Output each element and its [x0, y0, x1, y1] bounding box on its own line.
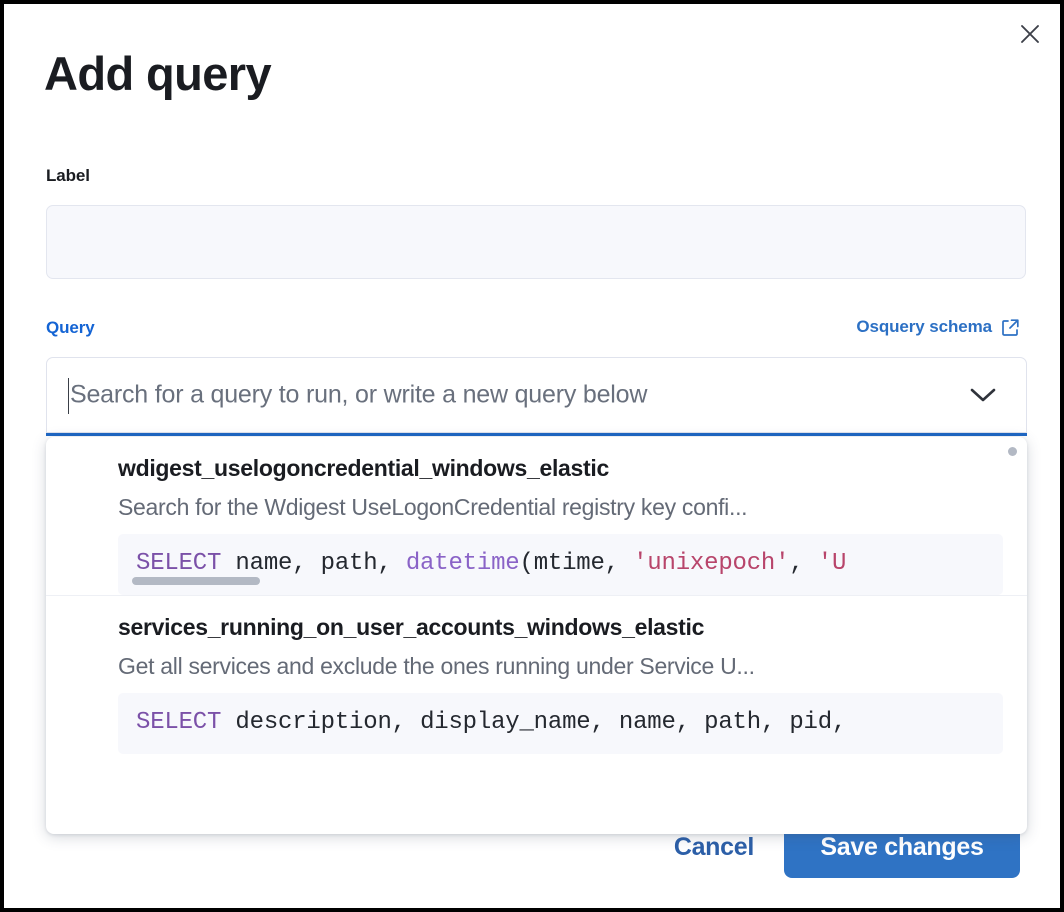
- text-cursor: [68, 378, 69, 414]
- suggestion-code-block: SELECT name, path, datetime(mtime, 'unix…: [118, 534, 1003, 595]
- osquery-schema-link[interactable]: Osquery schema: [856, 317, 1020, 337]
- page-title: Add query: [44, 47, 272, 100]
- list-item[interactable]: services_running_on_user_accounts_window…: [46, 594, 1027, 754]
- close-button[interactable]: [1010, 14, 1050, 54]
- chevron-down-icon[interactable]: [968, 386, 998, 404]
- dropdown-scrollbar[interactable]: [1008, 447, 1017, 456]
- sql-code: SELECT description, display_name, name, …: [136, 708, 847, 736]
- focus-underline: [46, 433, 1027, 436]
- query-combobox[interactable]: Search for a query to run, or write a ne…: [46, 357, 1027, 436]
- osquery-schema-link-label: Osquery schema: [856, 317, 992, 336]
- external-link-icon: [1001, 318, 1020, 337]
- list-item[interactable]: wdigest_uselogoncredential_windows_elast…: [46, 437, 1027, 595]
- suggestion-code-block: SELECT description, display_name, name, …: [118, 692, 1003, 754]
- code-horizontal-scrollbar[interactable]: [132, 576, 260, 585]
- query-suggestions-dropdown[interactable]: wdigest_uselogoncredential_windows_elast…: [46, 437, 1027, 834]
- sql-code: SELECT name, path, datetime(mtime, 'unix…: [136, 550, 847, 577]
- add-query-modal: Add query Label Query Osquery schema Sea…: [4, 4, 1060, 908]
- close-icon: [1019, 23, 1041, 45]
- suggestion-title: wdigest_uselogoncredential_windows_elast…: [118, 455, 609, 481]
- query-combobox-placeholder: Search for a query to run, or write a ne…: [70, 380, 648, 409]
- label-input[interactable]: [46, 205, 1026, 279]
- suggestion-description: Search for the Wdigest UseLogonCredentia…: [118, 494, 748, 520]
- suggestion-description: Get all services and exclude the ones ru…: [118, 652, 755, 679]
- query-field-label: Query: [46, 318, 95, 337]
- label-field-label: Label: [46, 166, 90, 185]
- cancel-button[interactable]: Cancel: [666, 823, 762, 872]
- suggestion-title: services_running_on_user_accounts_window…: [118, 613, 705, 640]
- query-combobox-field[interactable]: Search for a query to run, or write a ne…: [46, 357, 1027, 433]
